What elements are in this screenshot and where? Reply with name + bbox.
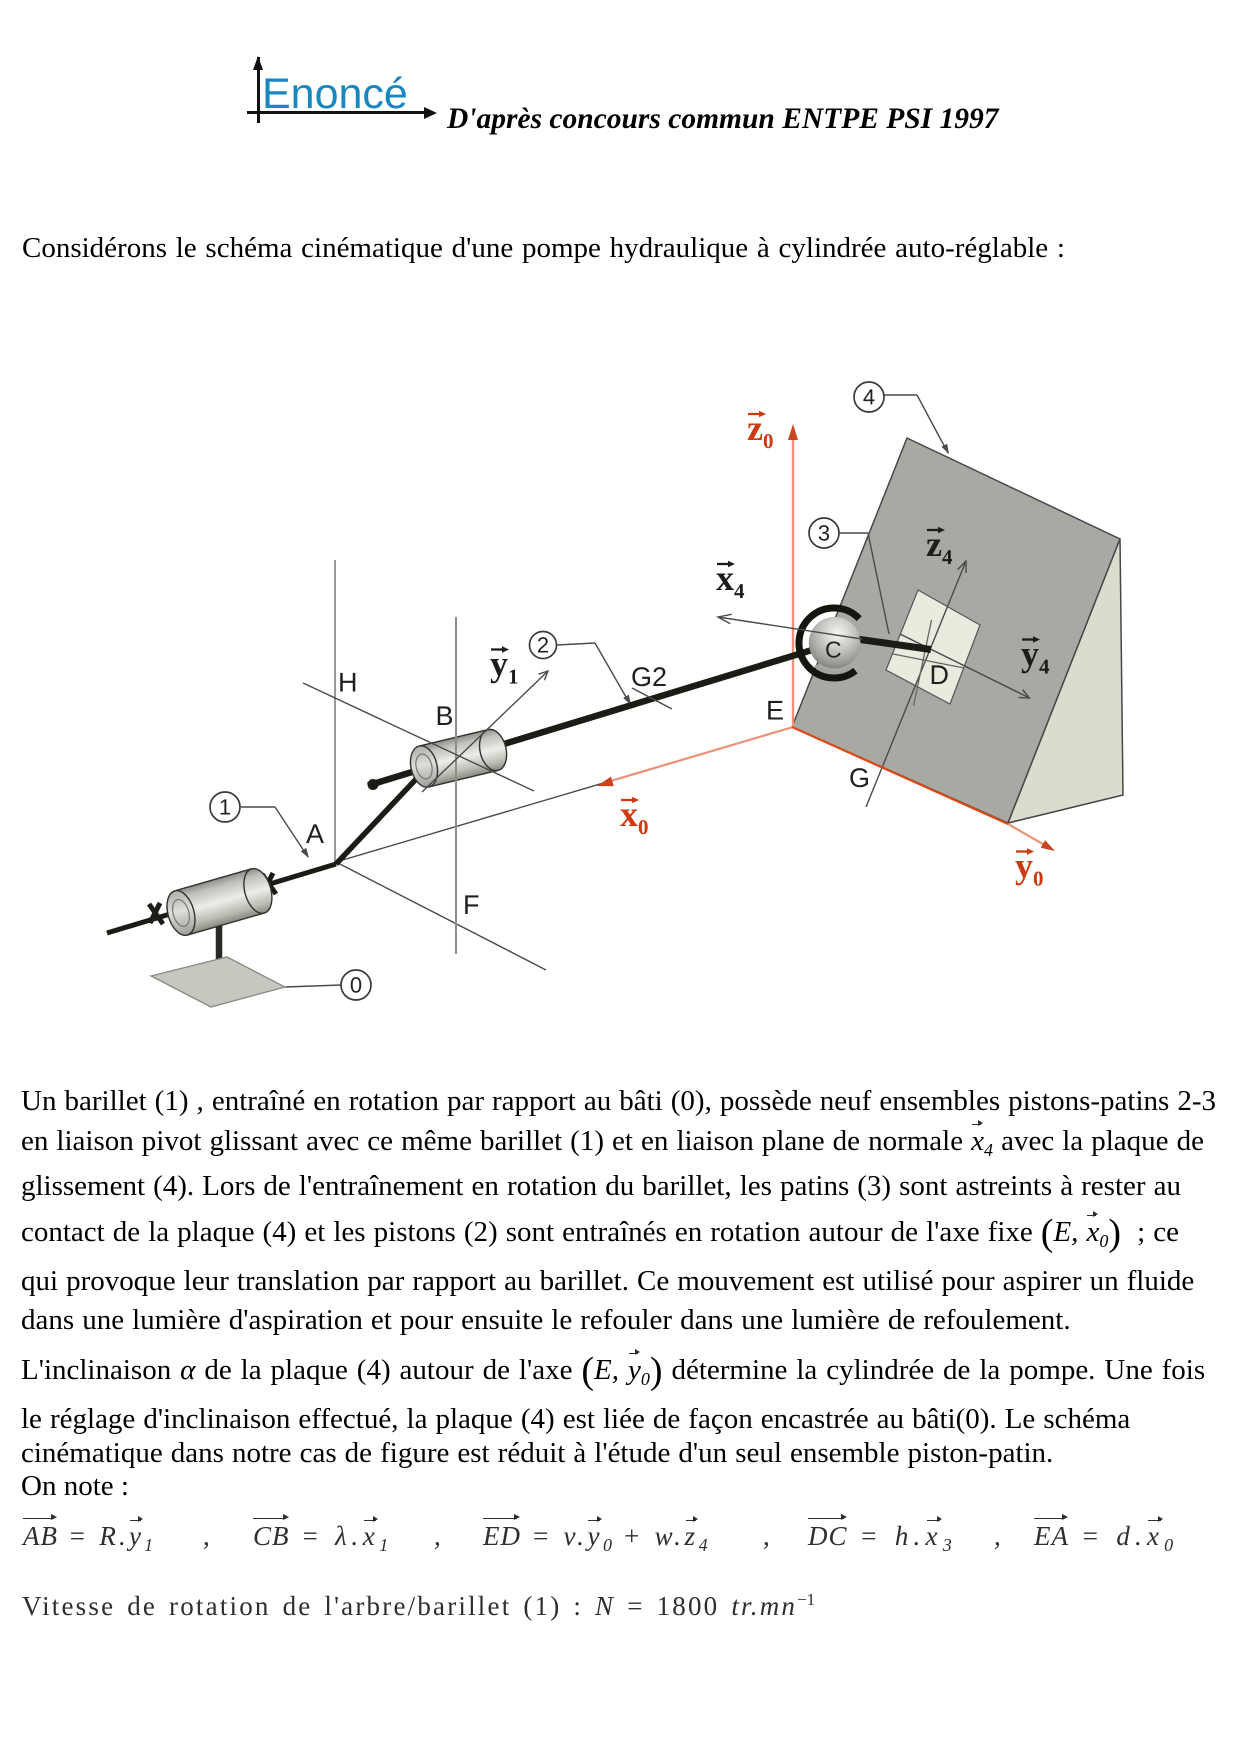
- svg-text:0: 0: [350, 973, 362, 998]
- svg-text:C: C: [825, 637, 842, 663]
- svg-text:F: F: [463, 890, 480, 920]
- svg-text:4: 4: [863, 385, 875, 410]
- svg-text:D: D: [930, 660, 950, 690]
- svg-text:3: 3: [818, 521, 830, 546]
- svg-text:G2: G2: [631, 662, 667, 692]
- svg-text:2: 2: [537, 633, 549, 658]
- svg-text:B: B: [436, 701, 454, 731]
- svg-text:A: A: [306, 819, 324, 849]
- svg-text:G: G: [849, 763, 870, 793]
- svg-text:1: 1: [219, 795, 231, 820]
- svg-text:H: H: [338, 668, 358, 698]
- svg-text:E: E: [766, 696, 784, 726]
